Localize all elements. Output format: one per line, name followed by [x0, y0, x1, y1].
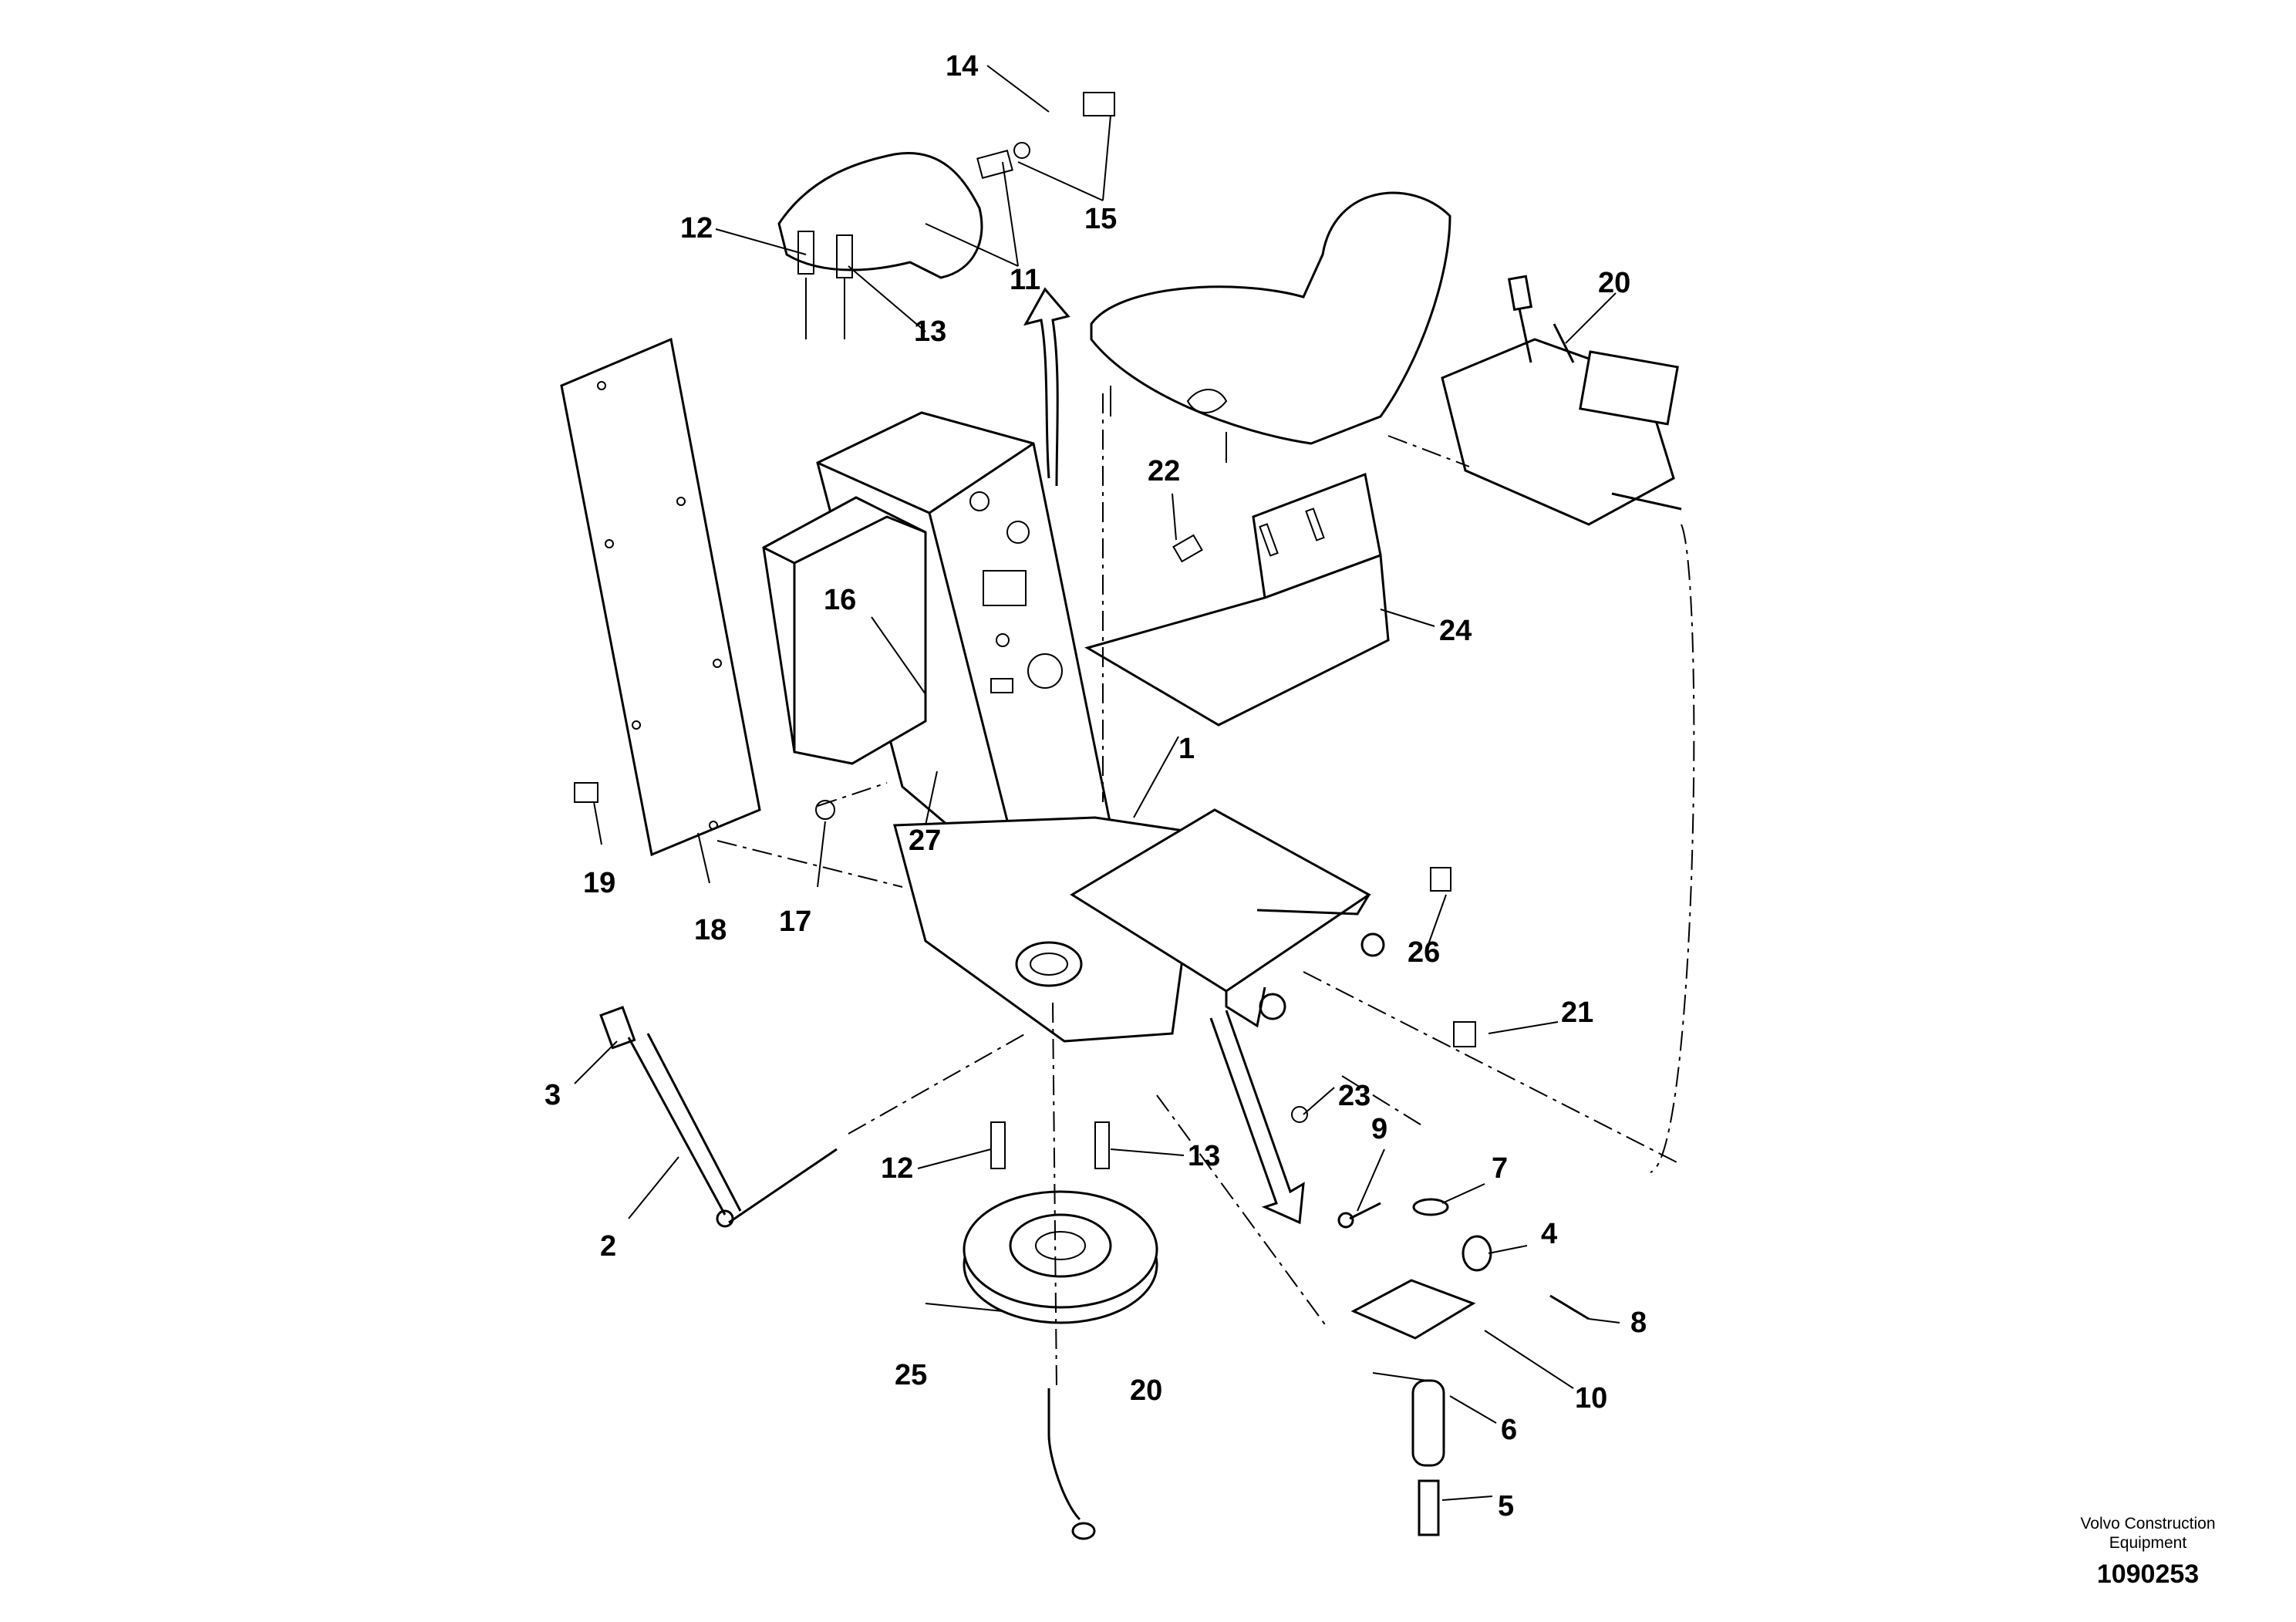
label-14: 14 — [946, 50, 978, 83]
label-8: 8 — [1630, 1307, 1647, 1339]
label-20-upper: 20 — [1598, 267, 1630, 299]
side-cover-panel — [560, 337, 761, 857]
part-labels: 1 2 3 4 5 6 7 8 9 10 11 12 13 12 13 14 1… — [544, 50, 1647, 1523]
brand-line-2: Equipment — [2109, 1534, 2187, 1552]
brand-line-1: Volvo Construction — [2080, 1515, 2215, 1533]
seat-bracket — [1084, 472, 1390, 727]
label-18: 18 — [694, 914, 727, 946]
label-12-upper: 12 — [680, 212, 713, 244]
label-3: 3 — [544, 1079, 561, 1111]
label-25: 25 — [895, 1359, 927, 1391]
drawing-footer: Volvo Construction Equipment 1090253 — [2080, 1515, 2215, 1589]
label-23: 23 — [1338, 1080, 1371, 1112]
transmission-control-unit — [1441, 275, 1682, 526]
label-26: 26 — [1408, 936, 1440, 969]
label-15: 15 — [1084, 203, 1117, 235]
label-7: 7 — [1492, 1152, 1508, 1185]
label-13-lower: 13 — [1188, 1140, 1220, 1172]
label-24: 24 — [1439, 615, 1472, 647]
label-20-lower: 20 — [1130, 1374, 1162, 1407]
linkage-assembly — [777, 92, 1115, 339]
label-27: 27 — [909, 824, 941, 857]
label-12-lower: 12 — [881, 1152, 913, 1185]
seat-base-plate — [1070, 808, 1385, 1028]
leader-lines — [574, 65, 1620, 1501]
direction-arrows — [1023, 287, 1305, 1225]
label-1: 1 — [1178, 733, 1195, 765]
label-17: 17 — [779, 905, 811, 938]
label-5: 5 — [1498, 1490, 1514, 1523]
operator-seat — [1090, 191, 1451, 463]
label-13-upper: 13 — [914, 315, 946, 348]
assembly-centerlines — [716, 393, 1695, 1389]
label-9: 9 — [1371, 1113, 1387, 1145]
label-4: 4 — [1541, 1218, 1557, 1250]
label-21: 21 — [1561, 996, 1593, 1029]
label-19: 19 — [583, 867, 615, 899]
label-11: 11 — [1010, 264, 1040, 296]
label-22: 22 — [1148, 455, 1180, 487]
label-10: 10 — [1575, 1382, 1607, 1415]
column-housing — [762, 411, 1201, 1043]
label-16: 16 — [824, 584, 856, 616]
label-2: 2 — [600, 1230, 616, 1263]
lower-hardware — [574, 534, 1590, 1540]
drawing-number: 1090253 — [2097, 1560, 2199, 1589]
label-6: 6 — [1501, 1414, 1517, 1446]
